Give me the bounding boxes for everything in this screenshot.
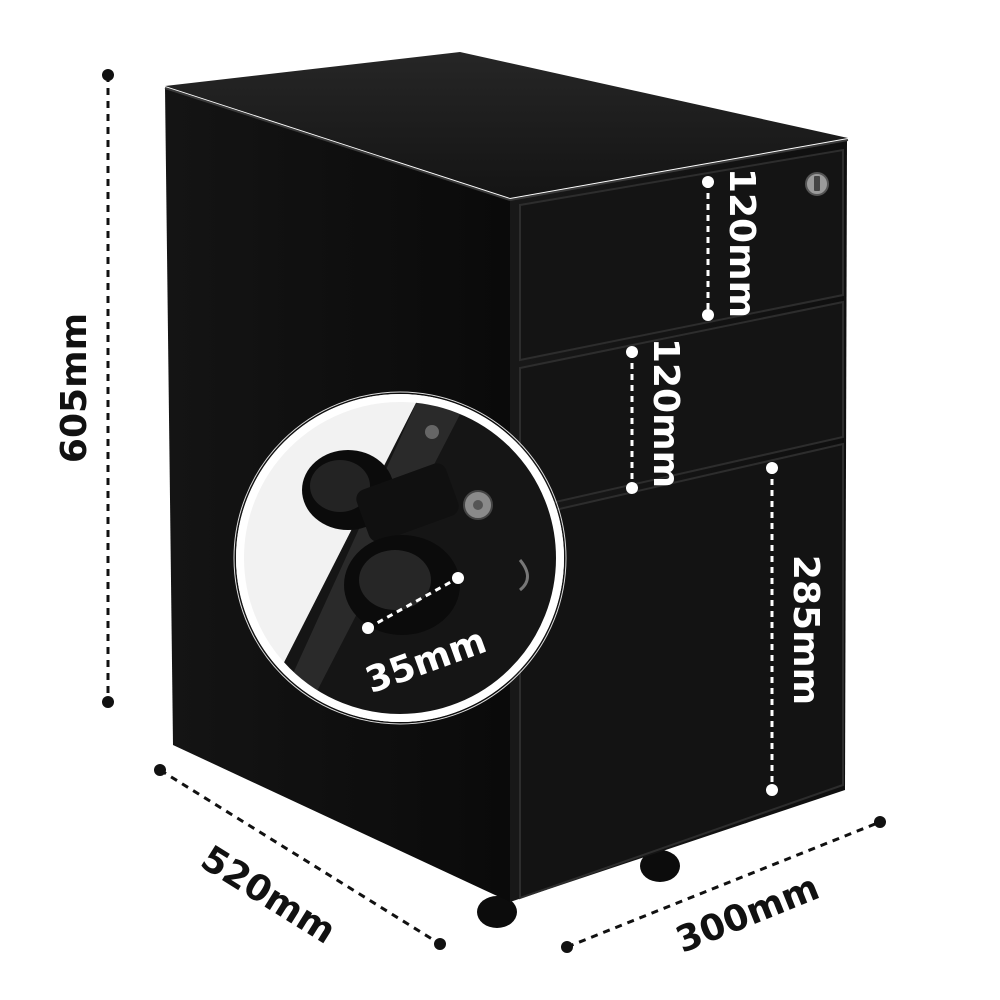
cabinet-top xyxy=(165,52,848,198)
dimension-width-label: 300mm xyxy=(670,867,825,961)
dimension-drawer-bottom-label: 285mm xyxy=(785,555,826,705)
dimension-drawer-middle: 120mm xyxy=(626,338,686,494)
dimension-drawer-top-label: 120mm xyxy=(721,168,762,318)
dimension-drawer-bottom: 285mm xyxy=(766,462,826,796)
caster-detail-inset: 35mm xyxy=(233,391,567,725)
dimension-height-label: 605mm xyxy=(54,313,95,463)
dimension-drawer-middle-label: 120mm xyxy=(645,338,686,488)
dimension-depth-label: 520mm xyxy=(194,838,343,952)
dimension-drawer-top: 120mm xyxy=(702,168,762,321)
drawer-bottom xyxy=(519,442,844,900)
caster-wheel-icon xyxy=(302,450,493,635)
dimension-height: 605mm xyxy=(54,69,114,708)
drawer-top xyxy=(519,148,844,362)
lock-icon xyxy=(805,172,829,196)
